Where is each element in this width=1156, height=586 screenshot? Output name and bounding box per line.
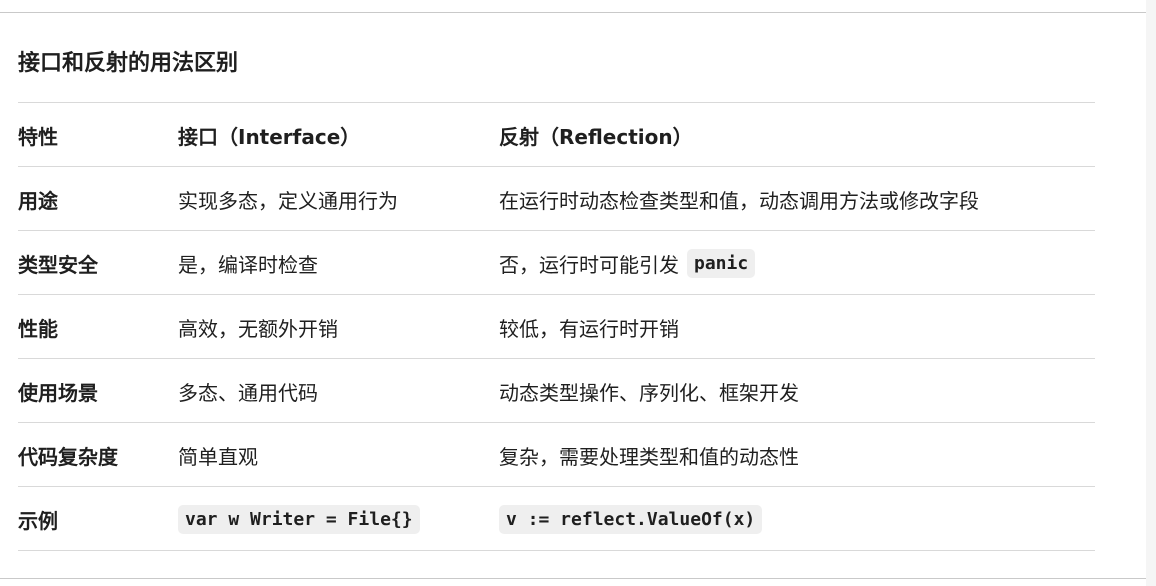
table-row: 代码复杂度 简单直观 复杂，需要处理类型和值的动态性 bbox=[18, 422, 1095, 486]
reflection-cell: 复杂，需要处理类型和值的动态性 bbox=[499, 444, 799, 469]
table-row: 性能 高效，无额外开销 较低，有运行时开销 bbox=[18, 294, 1095, 358]
inline-code: var w Writer = File{} bbox=[178, 504, 420, 534]
table-row: 示例 var w Writer = File{} v := reflect.Va… bbox=[18, 486, 1095, 551]
header-feature: 特性 bbox=[18, 124, 58, 149]
header-interface: 接口（Interface） bbox=[178, 124, 361, 149]
interface-cell: 多态、通用代码 bbox=[178, 380, 318, 405]
table-row: 使用场景 多态、通用代码 动态类型操作、序列化、框架开发 bbox=[18, 358, 1095, 422]
inline-code: panic bbox=[687, 248, 756, 278]
feature-cell: 用途 bbox=[18, 188, 58, 213]
interface-cell: 是，编译时检查 bbox=[178, 252, 318, 277]
feature-cell: 性能 bbox=[18, 316, 58, 341]
reflection-cell: 动态类型操作、序列化、框架开发 bbox=[499, 380, 799, 405]
header-reflection: 反射（Reflection） bbox=[499, 124, 693, 149]
bottom-divider bbox=[0, 578, 1146, 579]
inline-code: v := reflect.ValueOf(x) bbox=[499, 504, 763, 534]
reflection-cell: 在运行时动态检查类型和值，动态调用方法或修改字段 bbox=[499, 188, 979, 213]
comparison-table: 特性 接口（Interface） 反射（Reflection） 用途 实现多态，… bbox=[18, 102, 1095, 551]
reflection-text: 否，运行时可能引发 bbox=[499, 252, 679, 277]
top-divider bbox=[0, 12, 1146, 13]
feature-cell: 示例 bbox=[18, 508, 58, 533]
table-row: 类型安全 是，编译时检查 否，运行时可能引发 panic bbox=[18, 230, 1095, 294]
table-row: 用途 实现多态，定义通用行为 在运行时动态检查类型和值，动态调用方法或修改字段 bbox=[18, 166, 1095, 230]
reflection-cell: 较低，有运行时开销 bbox=[499, 316, 679, 341]
table-header-row: 特性 接口（Interface） 反射（Reflection） bbox=[18, 102, 1095, 166]
scroll-gutter bbox=[1146, 0, 1156, 586]
section-title: 接口和反射的用法区别 bbox=[18, 51, 239, 76]
reflection-cell: 否，运行时可能引发 panic bbox=[499, 231, 756, 295]
feature-cell: 类型安全 bbox=[18, 252, 98, 277]
interface-cell: 实现多态，定义通用行为 bbox=[178, 188, 398, 213]
feature-cell: 使用场景 bbox=[18, 380, 98, 405]
interface-cell: var w Writer = File{} bbox=[178, 487, 420, 551]
interface-cell: 高效，无额外开销 bbox=[178, 316, 338, 341]
interface-cell: 简单直观 bbox=[178, 444, 258, 469]
reflection-cell: v := reflect.ValueOf(x) bbox=[499, 487, 763, 551]
feature-cell: 代码复杂度 bbox=[18, 444, 118, 469]
